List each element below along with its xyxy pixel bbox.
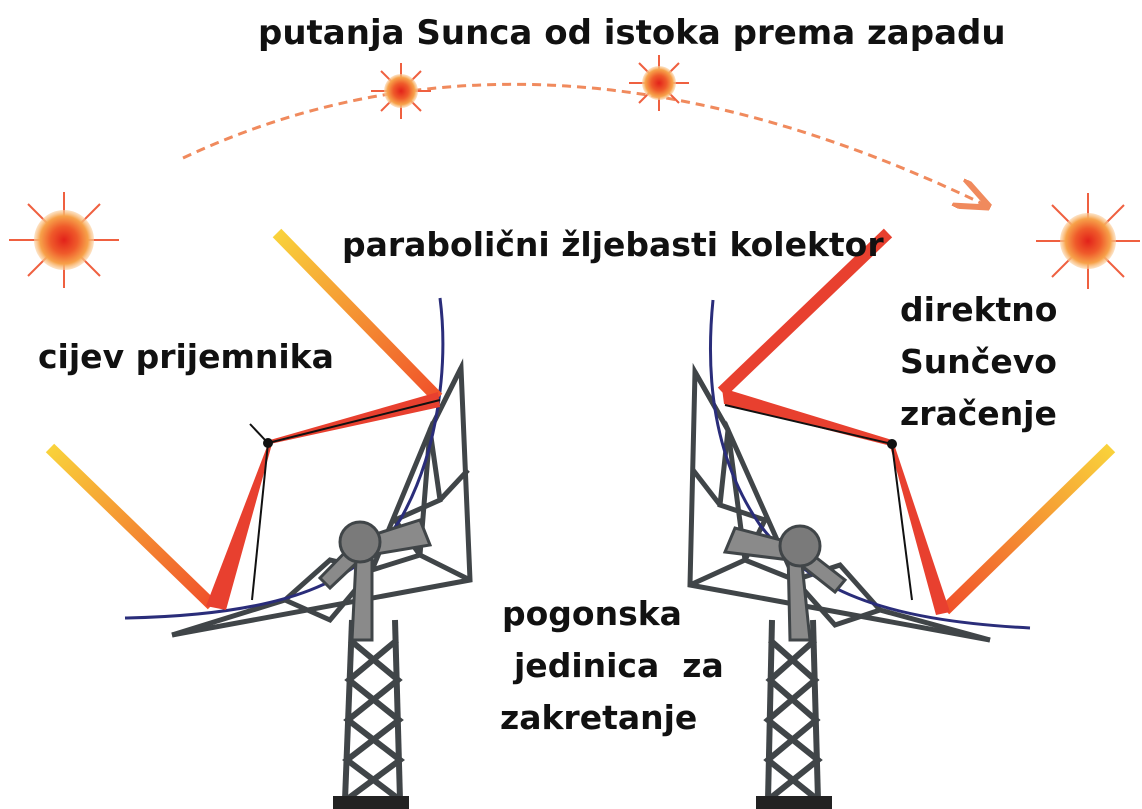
reflector-arm xyxy=(724,404,893,445)
support-tower xyxy=(342,619,405,803)
right-collector xyxy=(687,228,1116,809)
incoming-ray xyxy=(940,443,1116,615)
reflector-arm xyxy=(891,443,913,601)
tower-base xyxy=(756,796,832,809)
direct-radiation-label: direktno Sunčevo zračenje xyxy=(900,284,1100,440)
reflected-ray xyxy=(890,444,950,615)
direct-radiation-line: direktno xyxy=(900,290,1058,329)
sun-icon xyxy=(371,63,431,119)
receiver-tube-icon xyxy=(887,439,897,449)
tower-base xyxy=(333,796,409,809)
drive-unit-label: pogonska jedinica za zakretanje xyxy=(500,588,730,744)
incoming-ray xyxy=(272,228,443,403)
sun-icon xyxy=(629,55,689,111)
drive-unit-line: pogonska xyxy=(502,594,682,633)
parabolic-trough-icon xyxy=(709,299,1031,630)
sun-icon xyxy=(1036,193,1140,289)
receiver-tube-label: cijev prijemnika xyxy=(38,337,334,376)
drive-unit-icon xyxy=(722,524,848,642)
sun-icon xyxy=(9,192,119,288)
direct-radiation-line: Sunčevo xyxy=(900,342,1057,381)
receiver-pointer xyxy=(249,423,267,442)
drive-unit-line: zakretanje xyxy=(500,698,698,737)
trough-frame xyxy=(171,358,473,638)
incoming-ray xyxy=(717,228,893,397)
direct-radiation-line: zračenje xyxy=(900,394,1057,433)
collector-label: parabolični žljebasti kolektor xyxy=(342,225,884,264)
parabolic-trough-icon xyxy=(124,297,445,620)
drive-unit-icon xyxy=(317,518,433,642)
left-collector xyxy=(45,228,473,809)
incoming-ray xyxy=(45,443,217,610)
reflector-arm xyxy=(267,399,441,444)
sun-path-label: putanja Sunca od istoka prema zapadu xyxy=(258,13,1006,53)
reflected-ray xyxy=(722,388,892,446)
support-tower xyxy=(763,619,823,803)
sun-path-arrow xyxy=(182,82,985,205)
reflected-ray xyxy=(206,444,272,610)
drive-unit-line: jedinica za xyxy=(514,646,724,685)
reflector-arm xyxy=(251,442,269,601)
